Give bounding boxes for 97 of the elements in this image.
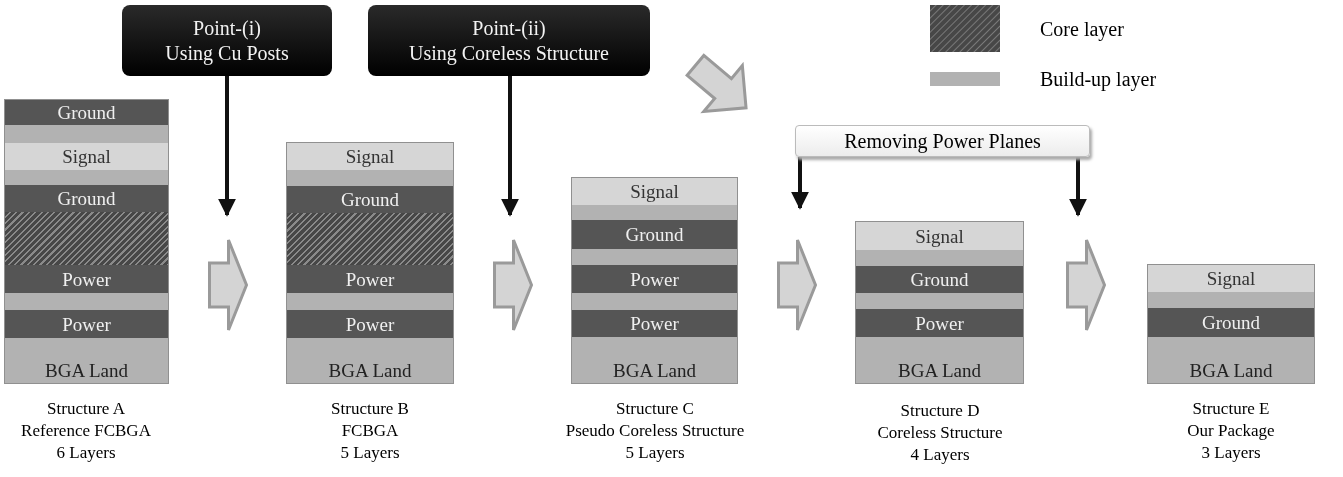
build-up-layer xyxy=(572,249,737,265)
conductor-layer xyxy=(5,143,168,170)
land-layer xyxy=(5,338,168,383)
layer-label: Power xyxy=(62,269,111,289)
callout-heading: Point-(i) xyxy=(193,15,261,41)
land-layer xyxy=(1148,337,1314,383)
build-up-layer xyxy=(1148,292,1314,308)
layer-stack xyxy=(856,222,1023,383)
layer-label: Ground xyxy=(57,103,116,122)
conductor-layer xyxy=(1148,265,1314,292)
legend-label: Build-up layer xyxy=(1040,68,1157,91)
layer-label: Ground xyxy=(340,190,400,209)
structure-caption: 6 Layers xyxy=(56,442,116,463)
structure-caption: Structure D xyxy=(900,400,980,421)
land-layer xyxy=(287,338,453,383)
conductor-layer xyxy=(856,266,1023,293)
callout-box xyxy=(368,5,650,76)
callout-box xyxy=(122,5,332,76)
core-layer xyxy=(287,213,453,265)
build-up-layer xyxy=(5,170,168,185)
arrow xyxy=(501,76,519,217)
structure-caption: Structure B xyxy=(331,398,409,419)
build-up-layer xyxy=(856,293,1023,309)
structure-caption: 3 Layers xyxy=(1201,442,1261,463)
structure-caption: Pseudo Coreless Structure xyxy=(565,420,745,441)
layer-label: BGA Land xyxy=(45,361,128,380)
layer-label: Ground xyxy=(1201,313,1261,332)
structure-caption: 5 Layers xyxy=(625,442,685,463)
layer-label: Power xyxy=(630,269,679,289)
structure-caption: Structure E xyxy=(1192,398,1270,419)
block-arrow xyxy=(208,238,249,332)
layer-label: Power xyxy=(62,314,111,334)
core-layer xyxy=(5,212,168,265)
structure-caption: 5 Layers xyxy=(340,442,400,463)
conductor-layer xyxy=(287,143,453,170)
block-arrow xyxy=(1066,238,1107,332)
conductor-layer xyxy=(287,265,453,293)
conductor-layer xyxy=(5,310,168,338)
layer-label: Power xyxy=(915,313,964,333)
layer-label: BGA Land xyxy=(1189,361,1273,380)
block-arrow xyxy=(493,238,534,332)
arrow xyxy=(1069,157,1087,217)
layer-stack xyxy=(5,100,168,383)
conductor-layer xyxy=(287,186,453,213)
conductor-layer xyxy=(5,185,168,212)
conductor-layer xyxy=(287,310,453,338)
conductor-layer xyxy=(1148,308,1314,337)
layer-label: Signal xyxy=(345,147,395,166)
land-layer xyxy=(572,337,737,383)
build-up-layer xyxy=(572,293,737,310)
layer-label: Power xyxy=(345,314,395,334)
structure-caption: Reference FCBGA xyxy=(21,420,151,441)
layer-label: Ground xyxy=(625,225,684,244)
structure-caption: FCBGA xyxy=(341,420,399,441)
layer-label: BGA Land xyxy=(613,361,696,380)
conductor-layer xyxy=(856,222,1023,250)
conductor-layer xyxy=(856,309,1023,337)
conductor-layer xyxy=(572,220,737,249)
structure-caption: Structure A xyxy=(47,398,125,419)
structure-caption: Coreless Structure xyxy=(877,422,1003,443)
layer-label: Signal xyxy=(1206,269,1256,288)
layer-label: Power xyxy=(345,269,395,289)
arrow xyxy=(218,76,236,217)
callout-heading: Point-(ii) xyxy=(472,15,546,41)
layer-label: Signal xyxy=(915,226,964,246)
build-up-layer xyxy=(5,293,168,310)
layer-label: Signal xyxy=(630,182,679,201)
build-up-layer xyxy=(287,293,453,310)
layer-label: Power xyxy=(630,314,679,333)
arrow xyxy=(791,157,809,210)
conductor-layer xyxy=(572,310,737,337)
conductor-layer xyxy=(572,178,737,205)
layer-stack xyxy=(572,178,737,383)
layer-label: Ground xyxy=(57,189,116,208)
layer-label: Signal xyxy=(62,147,111,166)
land-layer xyxy=(856,337,1023,383)
layer-stack xyxy=(287,143,453,383)
structure-caption: 4 Layers xyxy=(910,444,970,465)
block-arrow xyxy=(777,238,818,332)
legend-label: Core layer xyxy=(1040,18,1124,41)
structure-caption: Structure C xyxy=(616,398,694,419)
build-up-layer xyxy=(856,250,1023,266)
layer-label: Ground xyxy=(910,270,969,289)
conductor-layer xyxy=(5,265,168,293)
build-up-layer xyxy=(572,205,737,220)
conductor-layer xyxy=(572,265,737,293)
layer-label: BGA Land xyxy=(898,361,981,380)
callout-text: Using Cu Posts xyxy=(165,40,289,66)
structure-caption: Our Package xyxy=(1187,420,1275,441)
callout-text: Removing Power Planes xyxy=(844,129,1041,153)
callout-text: Using Coreless Structure xyxy=(409,40,609,66)
note-box xyxy=(795,125,1090,157)
layer-label: BGA Land xyxy=(328,361,412,380)
build-up-layer xyxy=(5,125,168,143)
conductor-layer xyxy=(5,100,168,125)
layer-stack xyxy=(1148,265,1314,383)
build-up-layer xyxy=(287,170,453,186)
